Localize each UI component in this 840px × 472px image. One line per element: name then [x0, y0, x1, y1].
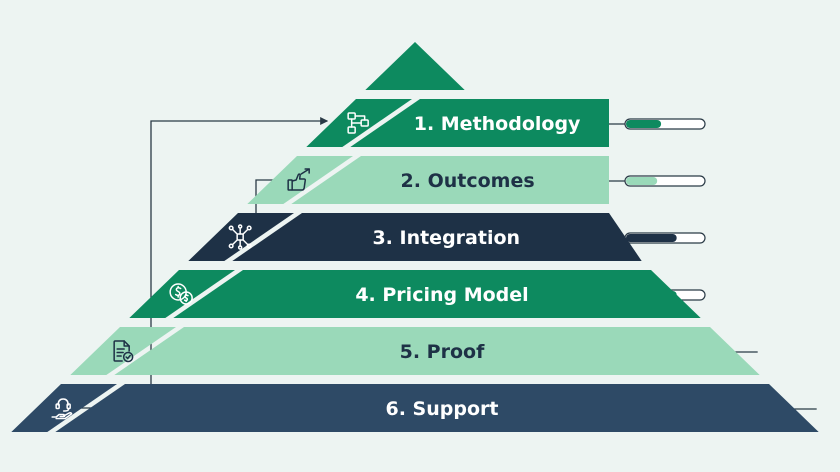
network-hub-icon [228, 224, 252, 250]
tier-icon-band [247, 156, 353, 204]
thumbs-up-chart-icon [287, 168, 310, 191]
headset-hand-icon [51, 398, 73, 420]
tier-label-band [350, 99, 609, 147]
tier-2-progress [607, 175, 706, 187]
pyramid-apex [365, 42, 465, 90]
progress-fill [626, 177, 658, 185]
tier-label: 6. Support [386, 398, 499, 420]
tier-label: 3. Integration [372, 227, 520, 249]
tier-label: 2. Outcomes [401, 170, 535, 192]
progress-fill [626, 234, 677, 242]
tier-label: 4. Pricing Model [355, 284, 528, 306]
tier-label-band [291, 156, 609, 204]
pyramid-tiers: 1. Methodology 2. Outcomes 3. Integration 4… [11, 42, 819, 432]
tier-3-progress [624, 232, 706, 244]
flowchart-icon [347, 112, 369, 134]
tier-icon-band [70, 327, 176, 375]
document-check-icon [113, 340, 134, 363]
tier-1-progress [607, 118, 706, 130]
tier-5: 5. Proof [70, 327, 760, 375]
tier-label: 5. Proof [400, 341, 485, 363]
tier-4: 4. Pricing Model [129, 270, 701, 318]
tier-icon-band [188, 213, 294, 261]
tier-label-band [232, 213, 642, 261]
progress-fill [626, 120, 662, 128]
tier-label-band [173, 270, 701, 318]
tier-label-band [55, 384, 819, 432]
tier-label-band [114, 327, 760, 375]
coins-dollar-icon [169, 283, 193, 305]
tier-1: 1. Methodology [306, 99, 609, 147]
tier-3: 3. Integration [188, 213, 642, 261]
tier-label: 1. Methodology [414, 113, 581, 135]
tier-6: 6. Support [11, 384, 819, 432]
tier-icon-band [11, 384, 118, 432]
tier-2: 2. Outcomes [247, 156, 609, 204]
